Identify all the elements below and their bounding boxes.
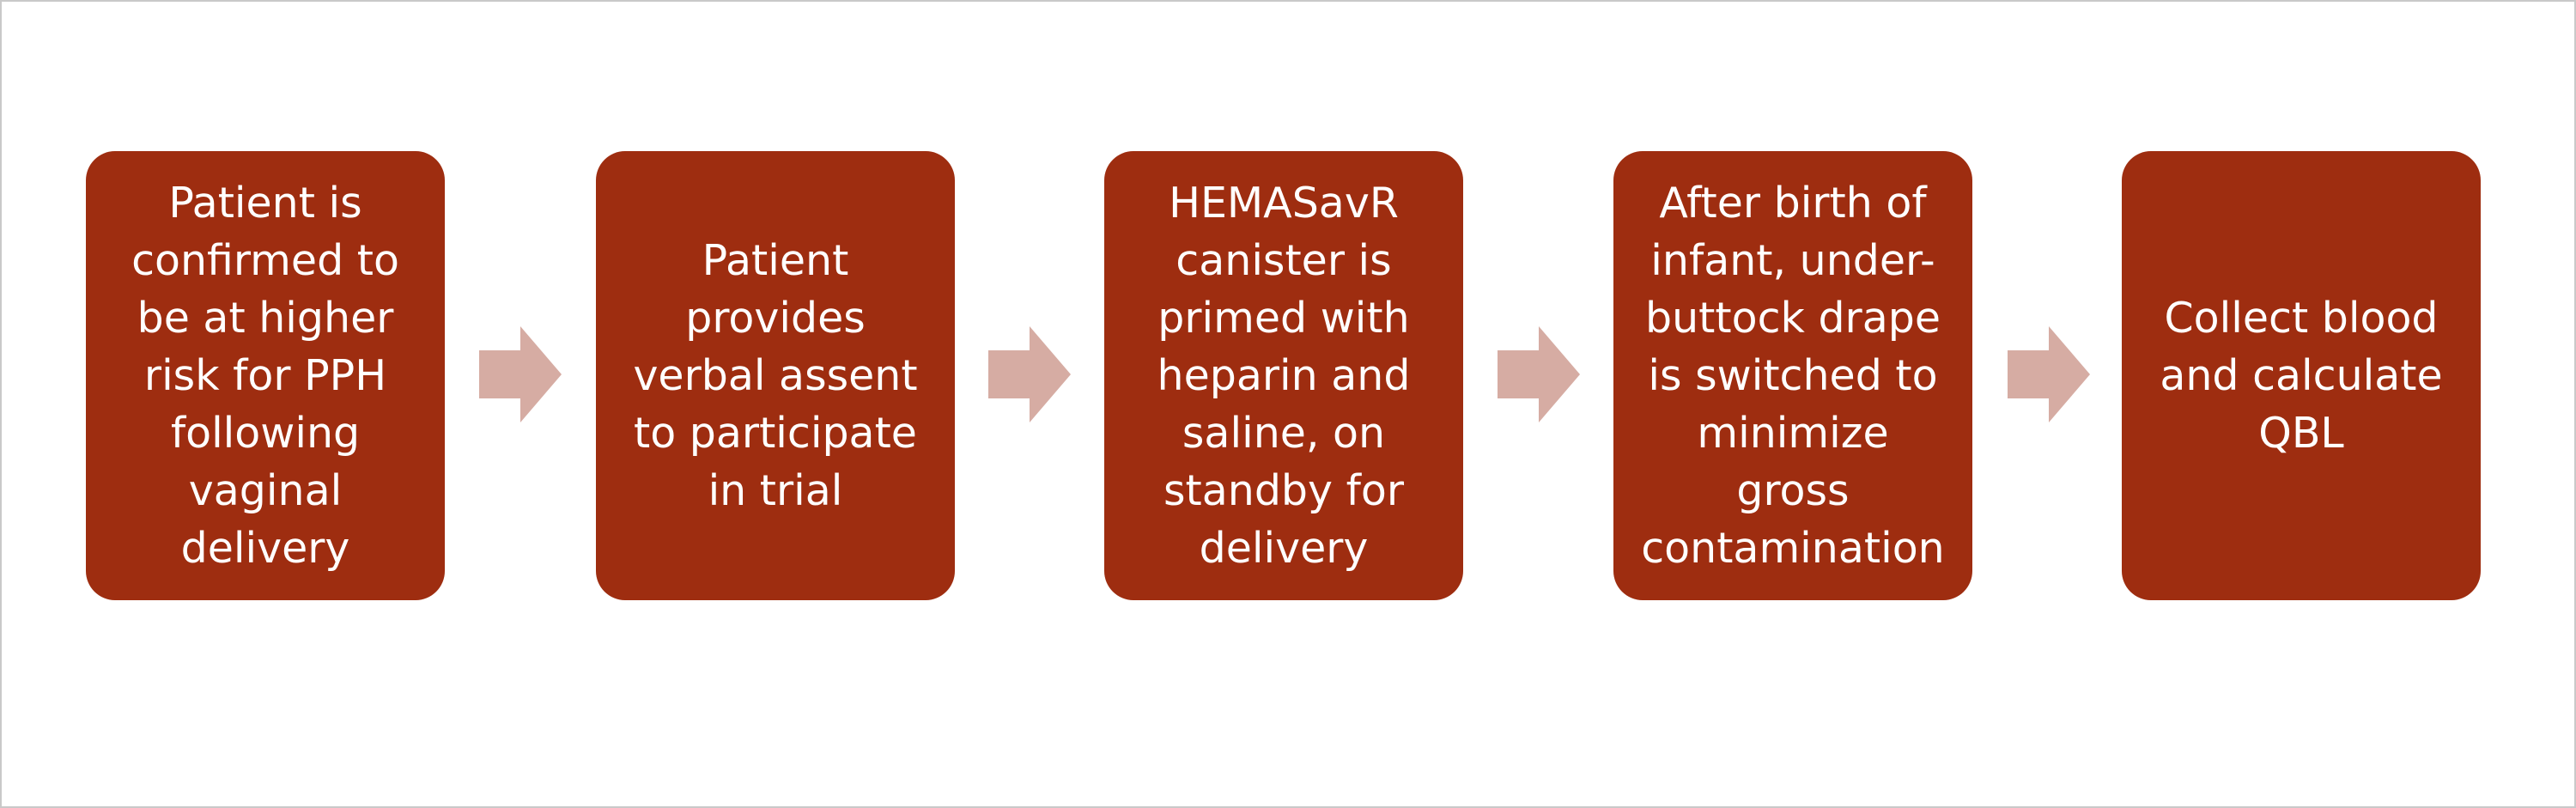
step-box-1: Patient is confirmed to be at higher ris… [86,151,445,600]
step-text-4: After birth of infant, under- buttock dr… [1641,179,1945,573]
right-arrow-icon [1498,326,1580,422]
right-arrow-icon [988,326,1071,422]
step-box-4: After birth of infant, under- buttock dr… [1613,151,1972,600]
right-arrow-icon-shape [988,326,1071,422]
right-arrow-icon-shape [479,326,562,422]
right-arrow-icon [479,326,562,422]
step-text-3: HEMASavR canister is primed with heparin… [1157,179,1411,573]
step-text-2: Patient provides verbal assent to partic… [633,236,918,515]
right-arrow-icon-shape [2008,326,2090,422]
step-text-5: Collect blood and calculate QBL [2160,294,2443,458]
step-box-2: Patient provides verbal assent to partic… [596,151,955,600]
step-text-1: Patient is confirmed to be at higher ris… [131,179,399,573]
step-box-5: Collect blood and calculate QBL [2122,151,2481,600]
right-arrow-icon-shape [1498,326,1580,422]
right-arrow-icon [2008,326,2090,422]
step-box-3: HEMASavR canister is primed with heparin… [1104,151,1463,600]
